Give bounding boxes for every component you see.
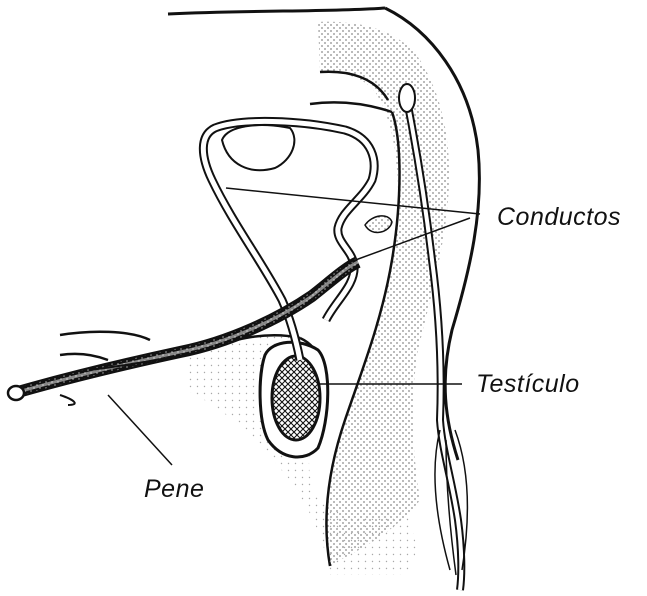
label-pene: Pene bbox=[144, 475, 204, 504]
label-conductos: Conductos bbox=[497, 203, 621, 232]
label-testiculo: Testículo bbox=[476, 370, 580, 399]
duct-loop bbox=[203, 121, 392, 360]
testis bbox=[260, 342, 328, 457]
